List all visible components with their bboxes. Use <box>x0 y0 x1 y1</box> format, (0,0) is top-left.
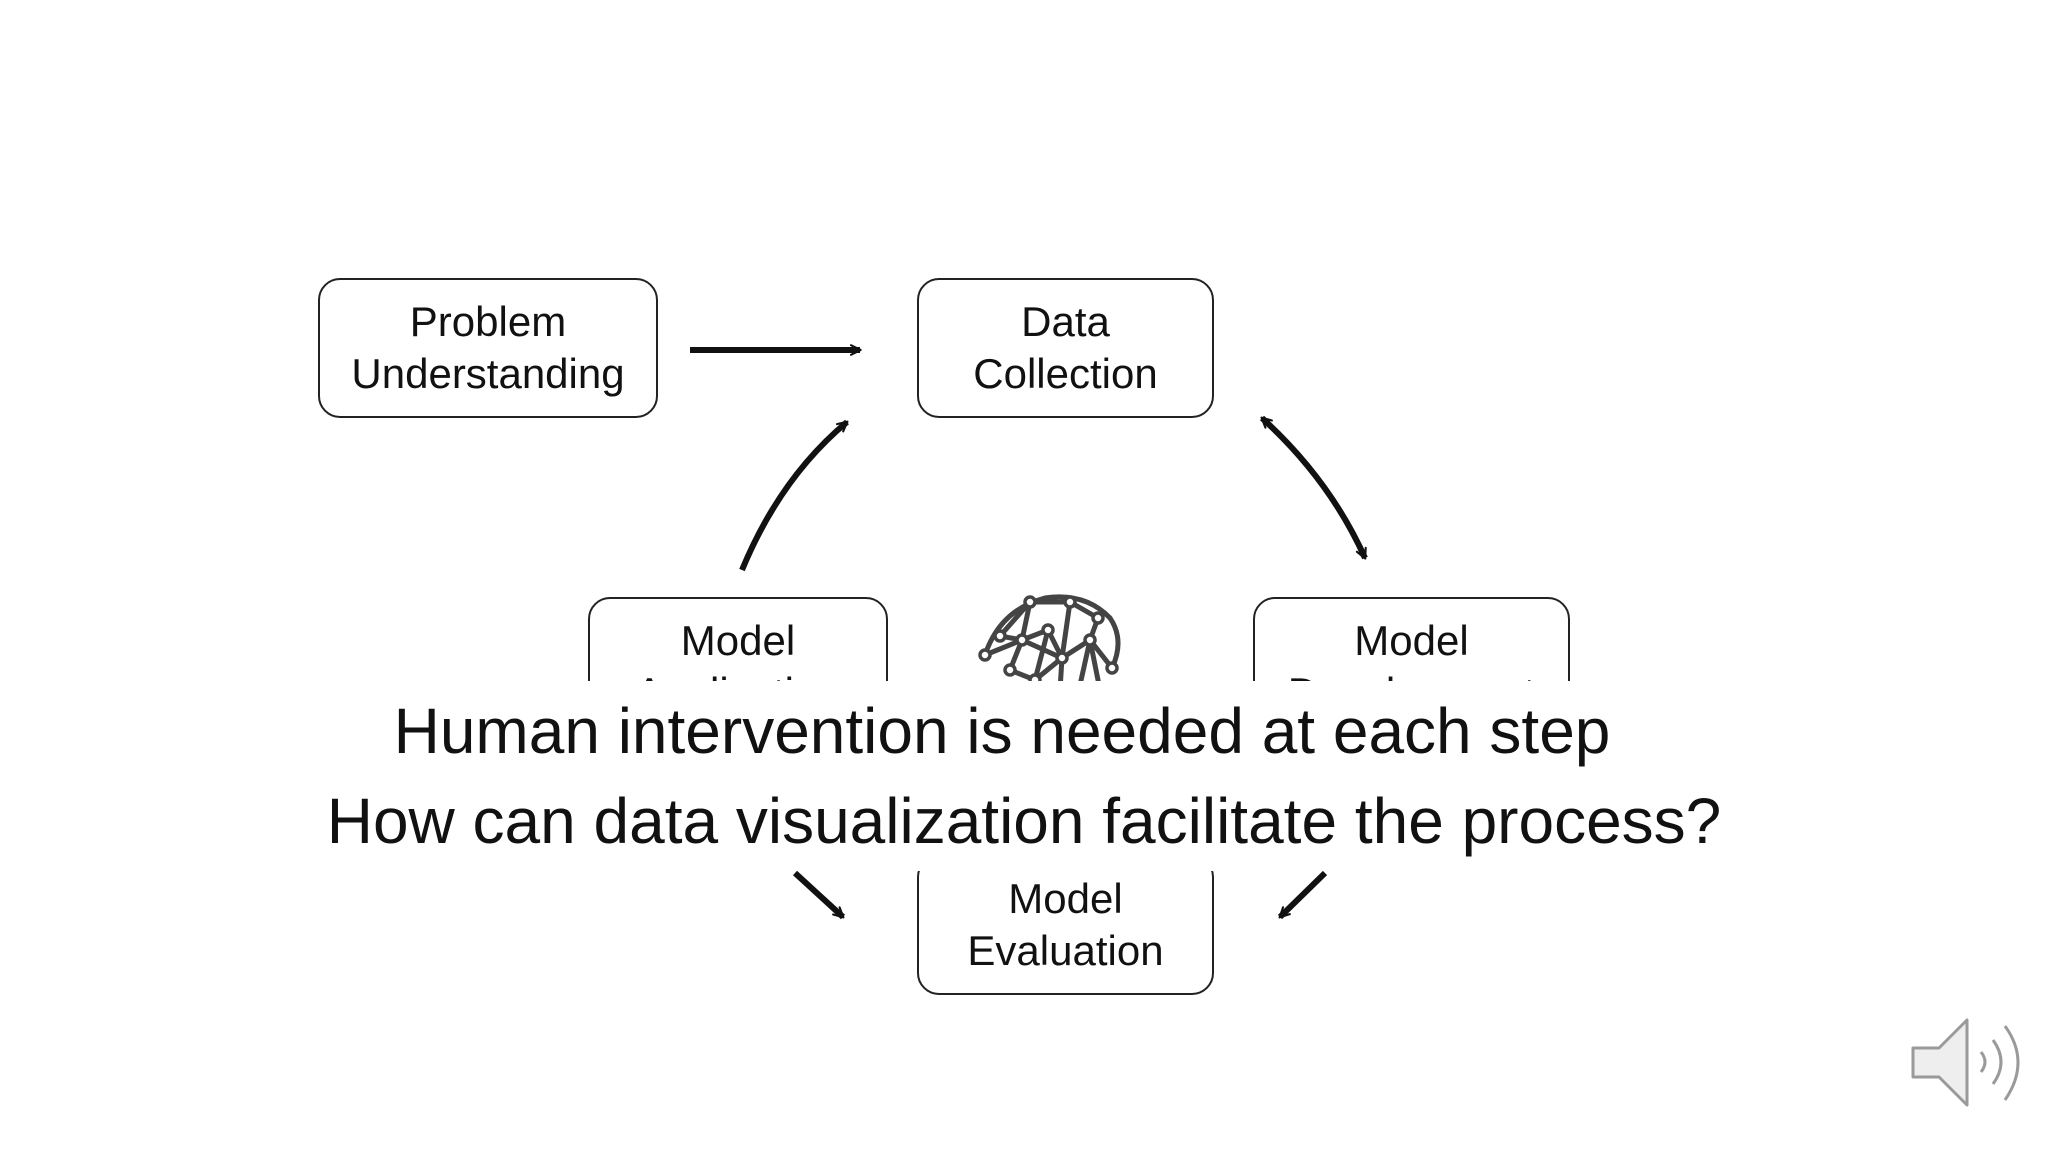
node-evaluation-line2: Evaluation <box>967 927 1164 974</box>
caption-backdrop <box>0 681 2048 871</box>
arrow-data-development <box>1259 415 1368 560</box>
caption-line-2: How can data visualization facilitate th… <box>326 785 1722 857</box>
caption-line-1: Human intervention is needed at each ste… <box>393 695 1611 767</box>
node-development-line1: Model <box>1354 617 1469 664</box>
brain-network-icon <box>982 594 1121 693</box>
node-data-line2: Collection <box>973 350 1158 397</box>
arrow-application-to-evaluation <box>792 870 846 920</box>
node-problem-understanding: Problem Understanding <box>318 278 658 418</box>
node-problem-line1: Problem <box>409 298 567 345</box>
arrow-development-to-evaluation <box>1277 870 1328 920</box>
node-model-evaluation: Model Evaluation <box>917 855 1214 995</box>
node-problem-line2: Understanding <box>351 350 625 397</box>
node-data-collection: Data Collection <box>917 278 1214 418</box>
node-application-line1: Model <box>680 617 796 664</box>
node-data-line1: Data <box>1021 298 1110 345</box>
node-evaluation-line1: Model <box>1008 875 1123 922</box>
arrow-application-to-data <box>739 419 849 572</box>
speaker-icon[interactable] <box>1905 1010 2025 1115</box>
